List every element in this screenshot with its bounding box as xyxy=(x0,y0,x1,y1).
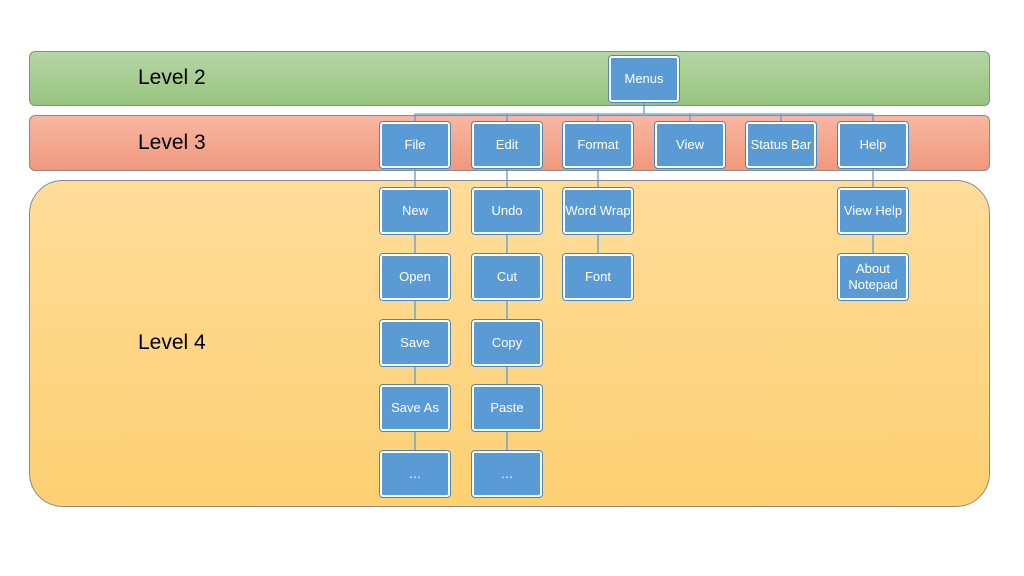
node-edit-undo: Undo xyxy=(472,188,542,234)
node-edit-more: … xyxy=(472,451,542,497)
node-file-more: … xyxy=(380,451,450,497)
level-2-band xyxy=(29,51,990,106)
node-view: View xyxy=(655,122,725,168)
node-help-label: Help xyxy=(859,137,887,152)
node-format: Format xyxy=(563,122,633,168)
node-menus: Menus xyxy=(609,56,679,102)
node-edit-cut-label: Cut xyxy=(496,269,518,284)
node-file: File xyxy=(380,122,450,168)
node-edit-copy-label: Copy xyxy=(491,335,523,350)
node-edit-copy: Copy xyxy=(472,320,542,366)
node-format-font: Font xyxy=(563,254,633,300)
node-edit-paste-label: Paste xyxy=(490,400,524,415)
node-file-label: File xyxy=(404,137,426,152)
node-format-label: Format xyxy=(577,137,619,152)
node-edit: Edit xyxy=(472,122,542,168)
node-file-new: New xyxy=(380,188,450,234)
node-menus-label: Menus xyxy=(624,71,664,86)
node-file-more-label: … xyxy=(408,466,422,481)
node-file-open-label: Open xyxy=(399,269,431,284)
node-format-font-label: Font xyxy=(584,269,611,284)
node-help-about-notepad: About Notepad xyxy=(838,254,908,300)
node-help: Help xyxy=(838,122,908,168)
node-edit-paste: Paste xyxy=(472,385,542,431)
node-file-save: Save xyxy=(380,320,450,366)
node-help-view-help: View Help xyxy=(838,188,908,234)
level-4-label: Level 4 xyxy=(138,331,206,354)
node-format-word-wrap: Word Wrap xyxy=(563,188,633,234)
level-2-label: Level 2 xyxy=(138,66,206,89)
node-file-new-label: New xyxy=(401,203,428,218)
node-file-open: Open xyxy=(380,254,450,300)
node-file-save-as: Save As xyxy=(380,385,450,431)
node-help-view-help-label: View Help xyxy=(843,203,903,218)
node-view-label: View xyxy=(676,137,704,152)
level-3-label: Level 3 xyxy=(138,131,206,154)
node-format-word-wrap-label: Word Wrap xyxy=(565,203,631,218)
node-help-about-notepad-label: About Notepad xyxy=(848,261,898,292)
node-edit-undo-label: Undo xyxy=(491,203,523,218)
node-file-save-label: Save xyxy=(400,335,430,350)
node-status-bar: Status Bar xyxy=(746,122,816,168)
node-file-save-as-label: Save As xyxy=(391,400,439,415)
node-status-bar-label: Status Bar xyxy=(750,137,812,152)
node-edit-cut: Cut xyxy=(472,254,542,300)
node-edit-label: Edit xyxy=(495,137,519,152)
node-edit-more-label: … xyxy=(500,466,514,481)
